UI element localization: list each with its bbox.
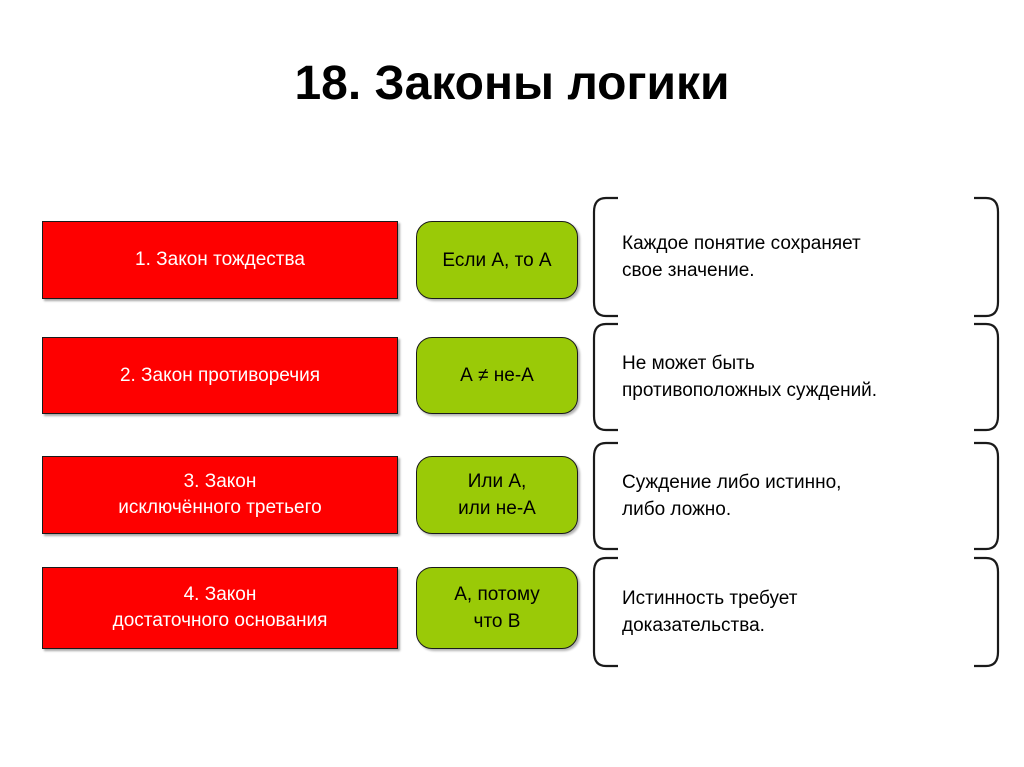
law-formula-label: Если А, то А bbox=[442, 249, 552, 271]
law-name-label: 2. Закон противоречия bbox=[119, 364, 321, 386]
law-formula-box-2[interactable]: А ≠ не-А bbox=[416, 337, 578, 414]
bracket-outline-icon bbox=[592, 441, 1000, 551]
law-name-box-2[interactable]: 2. Закон противоречия bbox=[42, 337, 398, 414]
bracket-outline-icon bbox=[592, 556, 1000, 668]
law-name-box-4[interactable]: 4. Закон достаточного основания bbox=[42, 567, 398, 649]
bracket-outline-icon bbox=[592, 196, 1000, 318]
law-name-box-3[interactable]: 3. Закон исключённого третьего bbox=[42, 456, 398, 534]
law-formula-box-1[interactable]: Если А, то А bbox=[416, 221, 578, 299]
law-name-label: 1. Закон тождества bbox=[135, 249, 305, 270]
law-description-bracket-4: Истинность требует доказательства. bbox=[590, 556, 1002, 668]
law-description-label: Не может быть противоположных суждений. bbox=[622, 353, 878, 401]
law-formula-box-3[interactable]: Или А, или не-А bbox=[416, 456, 578, 534]
law-formula-box-4[interactable]: А, потому что В bbox=[416, 567, 578, 649]
bracket-outline-icon bbox=[592, 322, 1000, 432]
law-formula-label: А, потому что В bbox=[454, 584, 540, 632]
law-name-label: 3. Закон исключённого третьего bbox=[118, 471, 322, 518]
law-formula-label: А ≠ не-А bbox=[460, 365, 534, 386]
law-description-label: Суждение либо истинно, либо ложно. bbox=[622, 472, 842, 520]
law-formula-label: Или А, или не-А bbox=[458, 471, 536, 519]
page-title: 18. Законы логики bbox=[294, 57, 730, 110]
law-description-bracket-1: Каждое понятие сохраняет свое значение. bbox=[590, 196, 1002, 318]
law-description-label: Истинность требует доказательства. bbox=[622, 588, 798, 636]
law-name-label: 4. Закон достаточного основания bbox=[112, 584, 328, 631]
law-description-bracket-3: Суждение либо истинно, либо ложно. bbox=[590, 441, 1002, 551]
law-description-bracket-2: Не может быть противоположных суждений. bbox=[590, 322, 1002, 432]
law-name-box-1[interactable]: 1. Закон тождества bbox=[42, 221, 398, 299]
law-description-label: Каждое понятие сохраняет свое значение. bbox=[622, 233, 861, 281]
